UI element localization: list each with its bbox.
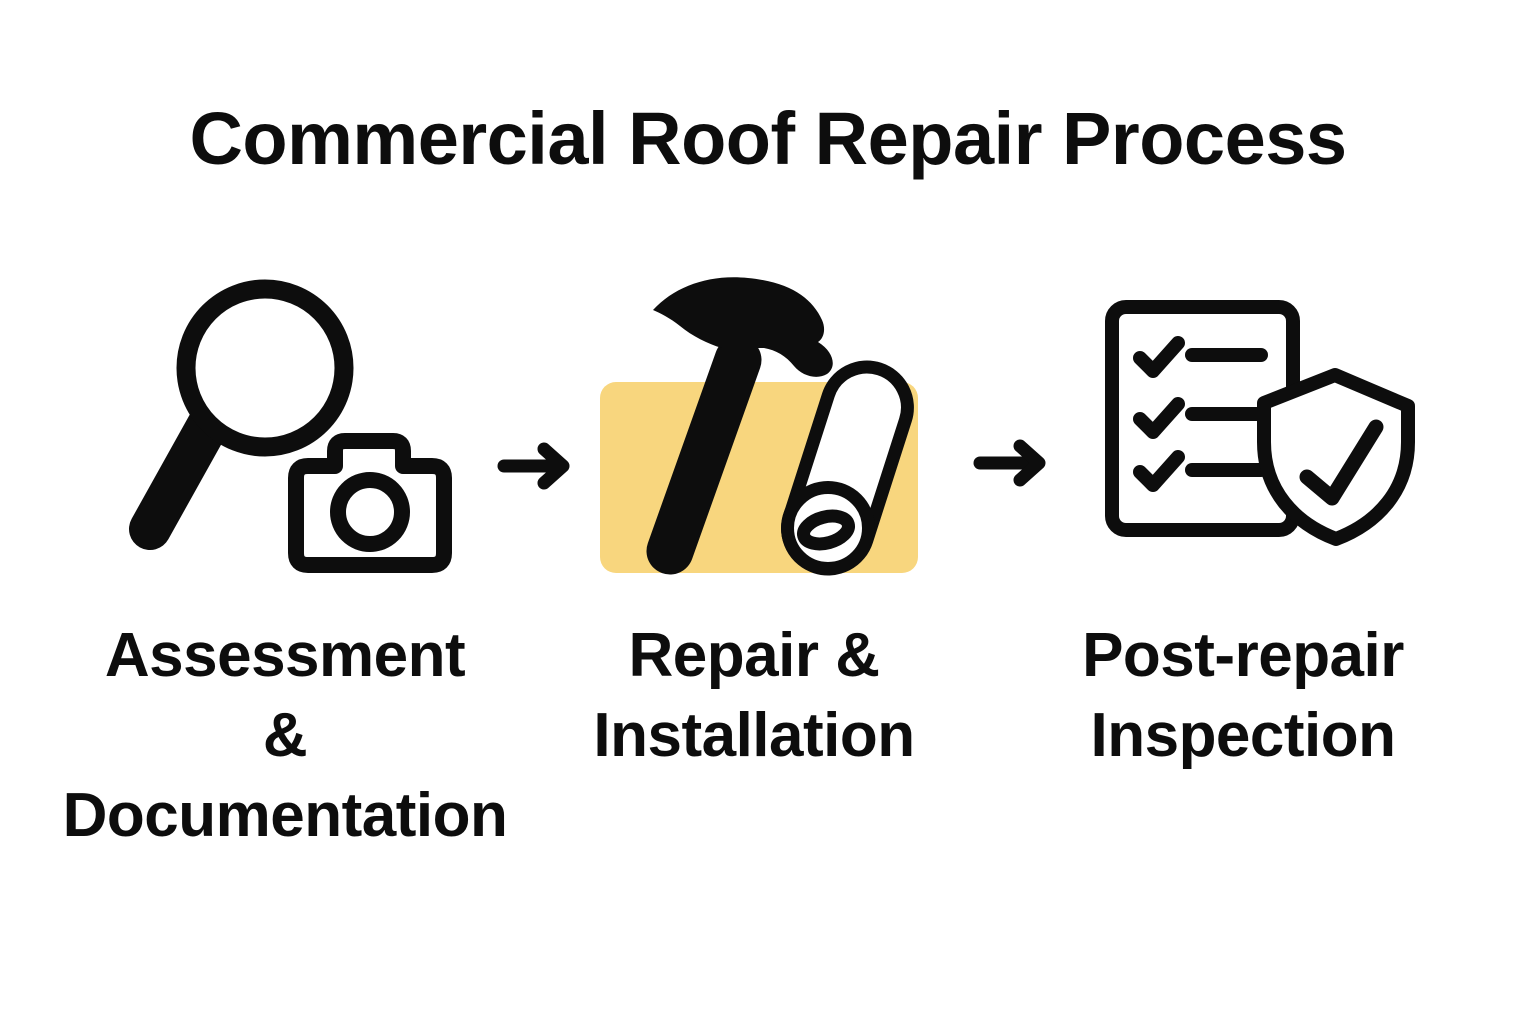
step-1-label: Assessment & Documentation xyxy=(62,621,508,850)
roofing-roll-icon xyxy=(781,360,914,576)
step-2-label: Repair & Installation xyxy=(593,621,915,770)
inspection-icon xyxy=(1105,300,1415,546)
magnifying-glass-icon xyxy=(129,279,354,550)
repair-icon xyxy=(600,277,918,576)
hammer-icon xyxy=(646,277,833,575)
step-3-label: Post-repair Inspection xyxy=(1082,621,1404,770)
checklist-icon xyxy=(1105,300,1300,537)
arrow-right-icon xyxy=(973,439,1046,487)
camera-icon xyxy=(288,433,452,573)
assessment-icon xyxy=(129,279,452,573)
arrow-right-icon xyxy=(497,442,570,490)
shield-check-icon xyxy=(1257,368,1415,546)
diagram-title: Commercial Roof Repair Process xyxy=(189,97,1347,180)
